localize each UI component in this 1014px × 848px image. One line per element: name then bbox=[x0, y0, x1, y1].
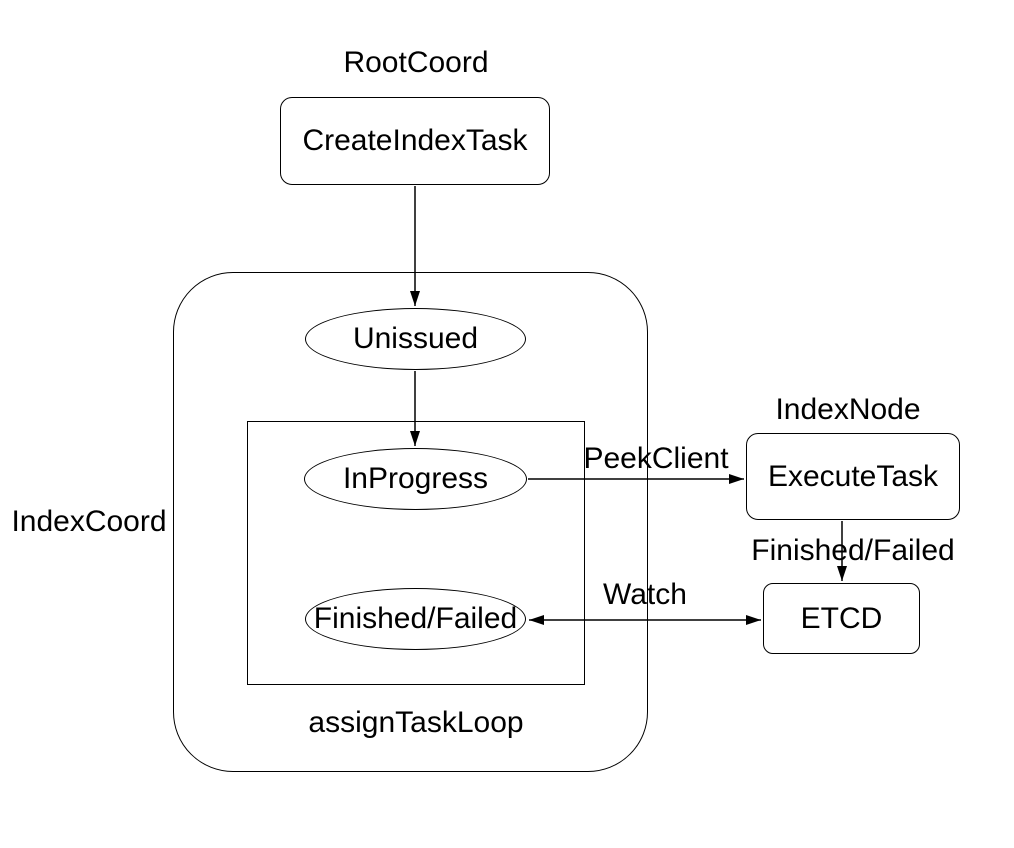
finished-failed-label: Finished/Failed bbox=[313, 602, 518, 635]
assign-task-loop-group-label: assignTaskLoop bbox=[308, 706, 524, 739]
index-coord-container bbox=[173, 272, 648, 772]
finished-failed-edge-label: Finished/Failed bbox=[751, 534, 955, 567]
root-coord-group-label: RootCoord bbox=[343, 46, 489, 79]
index-node-group-label: IndexNode bbox=[775, 393, 921, 426]
etcd-node: ETCD bbox=[763, 583, 920, 654]
watch-edge-label: Watch bbox=[603, 578, 687, 611]
finished-failed-state-ellipse: Finished/Failed bbox=[305, 588, 526, 650]
execute-task-node: ExecuteTask bbox=[746, 433, 960, 520]
in-progress-label: InProgress bbox=[342, 462, 489, 495]
etcd-label: ETCD bbox=[800, 601, 883, 635]
unissued-state-ellipse: Unissued bbox=[305, 308, 526, 370]
in-progress-state-ellipse: InProgress bbox=[304, 448, 527, 510]
execute-task-label: ExecuteTask bbox=[767, 459, 939, 493]
create-index-task-node: CreateIndexTask bbox=[280, 97, 550, 185]
create-index-task-label: CreateIndexTask bbox=[302, 124, 528, 157]
assign-task-loop-container bbox=[247, 421, 585, 685]
unissued-label: Unissued bbox=[352, 322, 479, 355]
peek-client-edge-label: PeekClient bbox=[583, 442, 729, 475]
index-coord-group-label: IndexCoord bbox=[11, 505, 167, 538]
